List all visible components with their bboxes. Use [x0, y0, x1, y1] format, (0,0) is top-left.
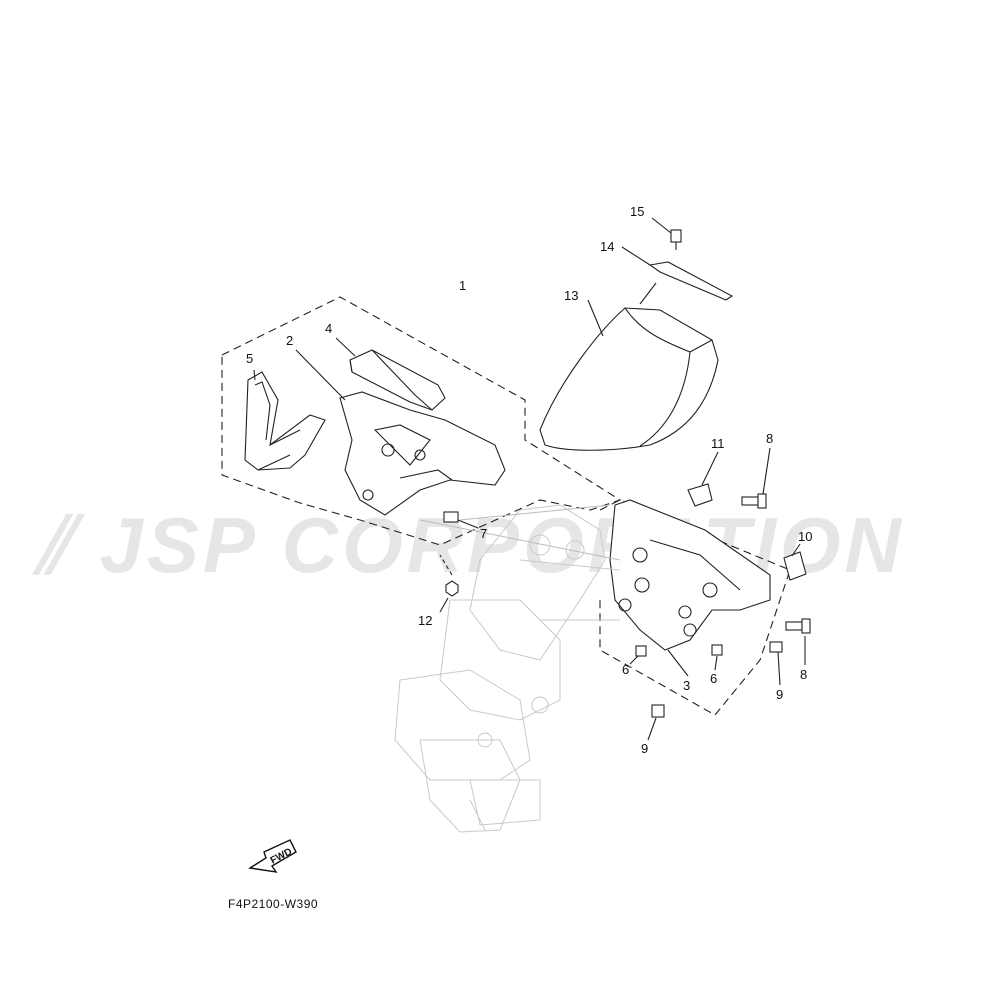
callout-5: 5 — [246, 351, 254, 366]
part-14-gasket — [621, 246, 734, 301]
callout-9-lower: 9 — [641, 741, 649, 756]
fwd-arrow-icon — [248, 839, 297, 873]
assembly-boundary-1 — [221, 296, 622, 546]
assembly-boundary-3 — [599, 499, 791, 716]
callout-6-right: 6 — [710, 671, 718, 686]
part-6-screw-right — [711, 644, 723, 671]
part-3-bracket — [609, 499, 771, 677]
part-9-bolt-right — [769, 641, 783, 686]
part-12-nut — [439, 554, 459, 613]
callout-1: 1 — [459, 278, 467, 293]
callout-8-lower: 8 — [800, 667, 808, 682]
callout-2: 2 — [286, 333, 294, 348]
diagram-code: F4P2100-W390 — [228, 897, 319, 911]
callout-6-left: 6 — [622, 662, 630, 677]
callout-7: 7 — [480, 526, 488, 541]
background-frame — [394, 504, 621, 833]
part-11-clip — [687, 451, 719, 507]
part-13-front-cowl — [539, 282, 719, 451]
callout-14: 14 — [600, 239, 615, 254]
callout-12: 12 — [418, 613, 433, 628]
callout-11: 11 — [711, 436, 725, 451]
part-4-top-panel — [335, 337, 446, 411]
callout-13: 13 — [564, 288, 579, 303]
part-10-clip — [783, 543, 807, 581]
part-8-bolt-lower — [785, 618, 811, 665]
part-5-cover-v — [244, 369, 326, 471]
part-15-screw — [651, 217, 682, 250]
part-7-clip — [443, 511, 479, 529]
callout-3: 3 — [683, 678, 691, 693]
part-2-inner-panel — [295, 349, 506, 516]
part-8-bolt-upper — [741, 447, 771, 509]
callout-8-upper: 8 — [766, 431, 774, 446]
callout-10: 10 — [798, 529, 813, 544]
callout-4: 4 — [325, 321, 333, 336]
part-6-screw-left — [629, 645, 647, 665]
part-9-bolt-lower — [647, 704, 665, 741]
callout-9-right: 9 — [776, 687, 784, 702]
callout-15: 15 — [630, 204, 645, 219]
